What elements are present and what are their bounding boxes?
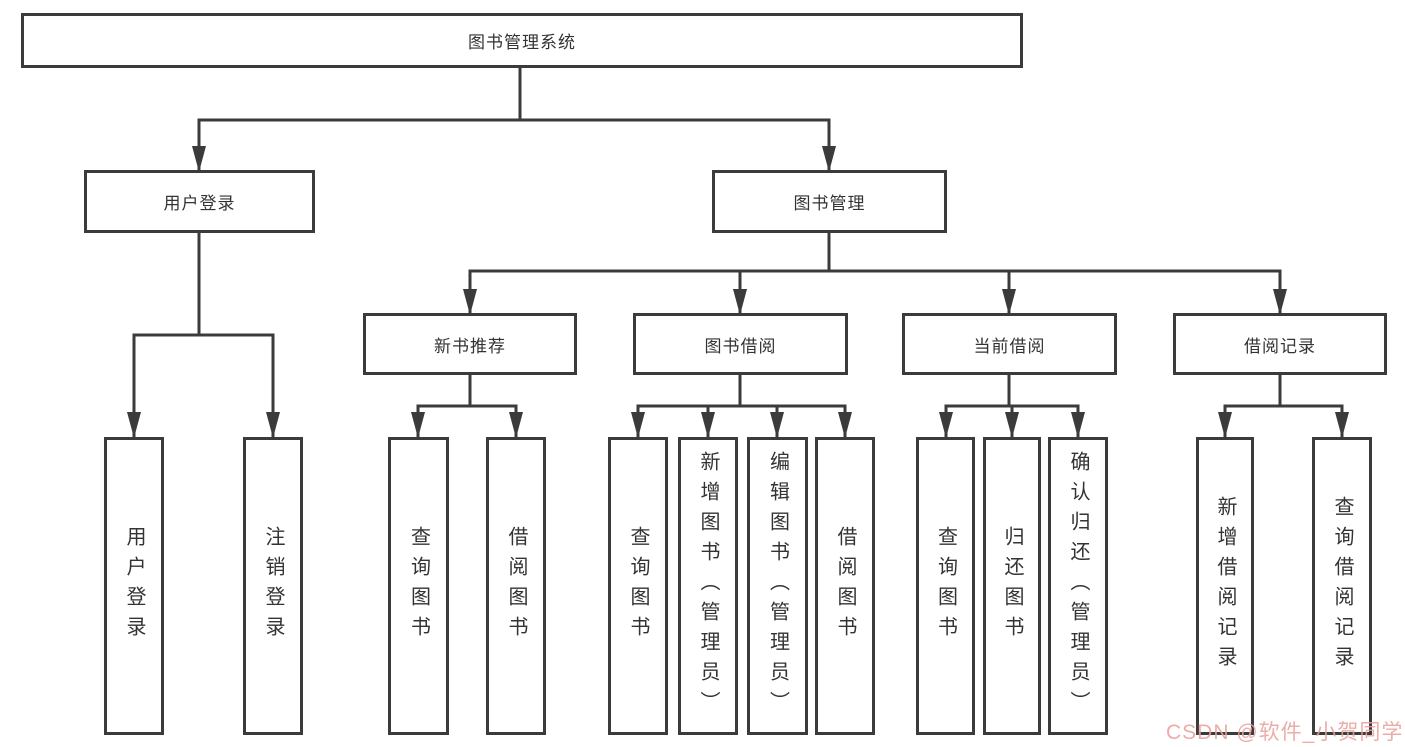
- leaf-borrow-books-borrowing: 借阅图书: [815, 437, 875, 735]
- leaf-return-books: 归还图书: [983, 437, 1041, 735]
- leaf-logout-login: 注销登录: [243, 437, 303, 735]
- arrowhead-icons: [127, 146, 1349, 438]
- leaf-query-books-borrowing: 查询图书: [608, 437, 668, 735]
- watermark: CSDN @软件_小贺同学: [1166, 721, 1404, 744]
- leaf-borrow-books-recommend: 借阅图书: [486, 437, 546, 735]
- node-book-management: 图书管理: [712, 170, 947, 233]
- leaf-add-books-admin: 新增图书（管理员）: [678, 437, 738, 735]
- leaf-confirm-return-admin: 确认归还（管理员）: [1048, 437, 1108, 735]
- node-new-book-recommendation: 新书推荐: [363, 313, 577, 375]
- leaf-query-borrow-record: 查询借阅记录: [1312, 437, 1372, 735]
- node-library-management-system: 图书管理系统: [21, 13, 1023, 68]
- leaf-add-borrow-record: 新增借阅记录: [1196, 437, 1254, 735]
- node-current-borrowing: 当前借阅: [902, 313, 1117, 375]
- node-user-login: 用户登录: [84, 170, 315, 233]
- leaf-user-login: 用户登录: [104, 437, 164, 735]
- leaf-query-books-recommend: 查询图书: [388, 437, 449, 735]
- leaf-edit-books-admin: 编辑图书（管理员）: [747, 437, 808, 735]
- leaf-query-books-current: 查询图书: [916, 437, 975, 735]
- node-borrowing-records: 借阅记录: [1173, 313, 1387, 375]
- node-book-borrowing: 图书借阅: [633, 313, 848, 375]
